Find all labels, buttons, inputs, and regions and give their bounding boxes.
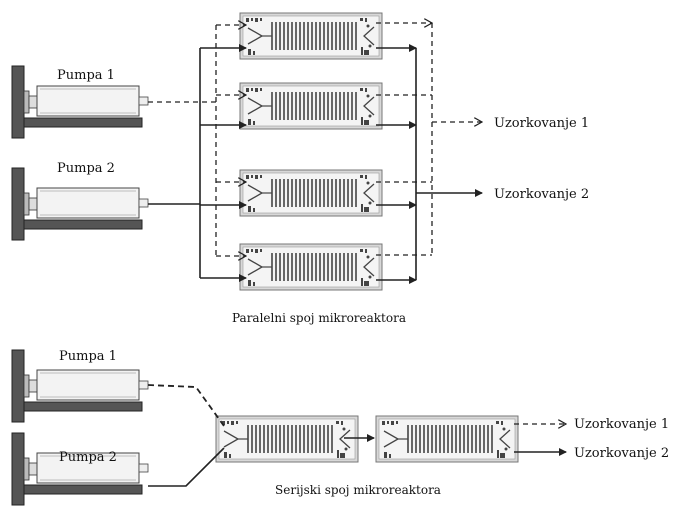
serial-pump-2 <box>11 432 149 506</box>
parallel-pump-2 <box>11 167 149 241</box>
serial-output-1-label: Uzorkovanje 1 <box>574 417 669 432</box>
parallel-output-2-label: Uzorkovanje 2 <box>494 187 589 202</box>
parallel-pump-1-feed-lines <box>148 25 246 256</box>
serial-pump-1-label: Pumpa 1 <box>59 349 117 364</box>
parallel-reactor-2 <box>239 82 383 130</box>
parallel-caption: Paralelni spoj mikroreaktora <box>232 311 406 325</box>
parallel-configuration: Pumpa 1 Pumpa 2 <box>11 12 589 325</box>
parallel-reactor-1 <box>239 12 383 60</box>
parallel-pump-2-label: Pumpa 2 <box>57 161 115 176</box>
serial-output-2-label: Uzorkovanje 2 <box>574 446 669 461</box>
serial-pump-2-feed-line <box>148 447 225 487</box>
parallel-output-1-lines <box>376 23 482 256</box>
parallel-pump-2-feed-lines <box>148 44 247 282</box>
parallel-reactor-4 <box>239 243 383 291</box>
parallel-reactor-3 <box>239 169 383 217</box>
serial-reactor-1 <box>215 415 359 463</box>
serial-pump-2-label: Pumpa 2 <box>59 450 117 465</box>
serial-pump-1-feed-line <box>147 384 225 427</box>
serial-configuration: Pumpa 1 Pumpa 2 Uzorkovanje 1 Uzorkovanj… <box>11 349 669 506</box>
serial-caption: Serijski spoj mikroreaktora <box>275 483 441 497</box>
parallel-output-2-lines <box>376 44 483 284</box>
serial-reactor-2 <box>375 415 519 463</box>
parallel-output-1-label: Uzorkovanje 1 <box>494 116 589 131</box>
parallel-pump-1-label: Pumpa 1 <box>57 68 115 83</box>
